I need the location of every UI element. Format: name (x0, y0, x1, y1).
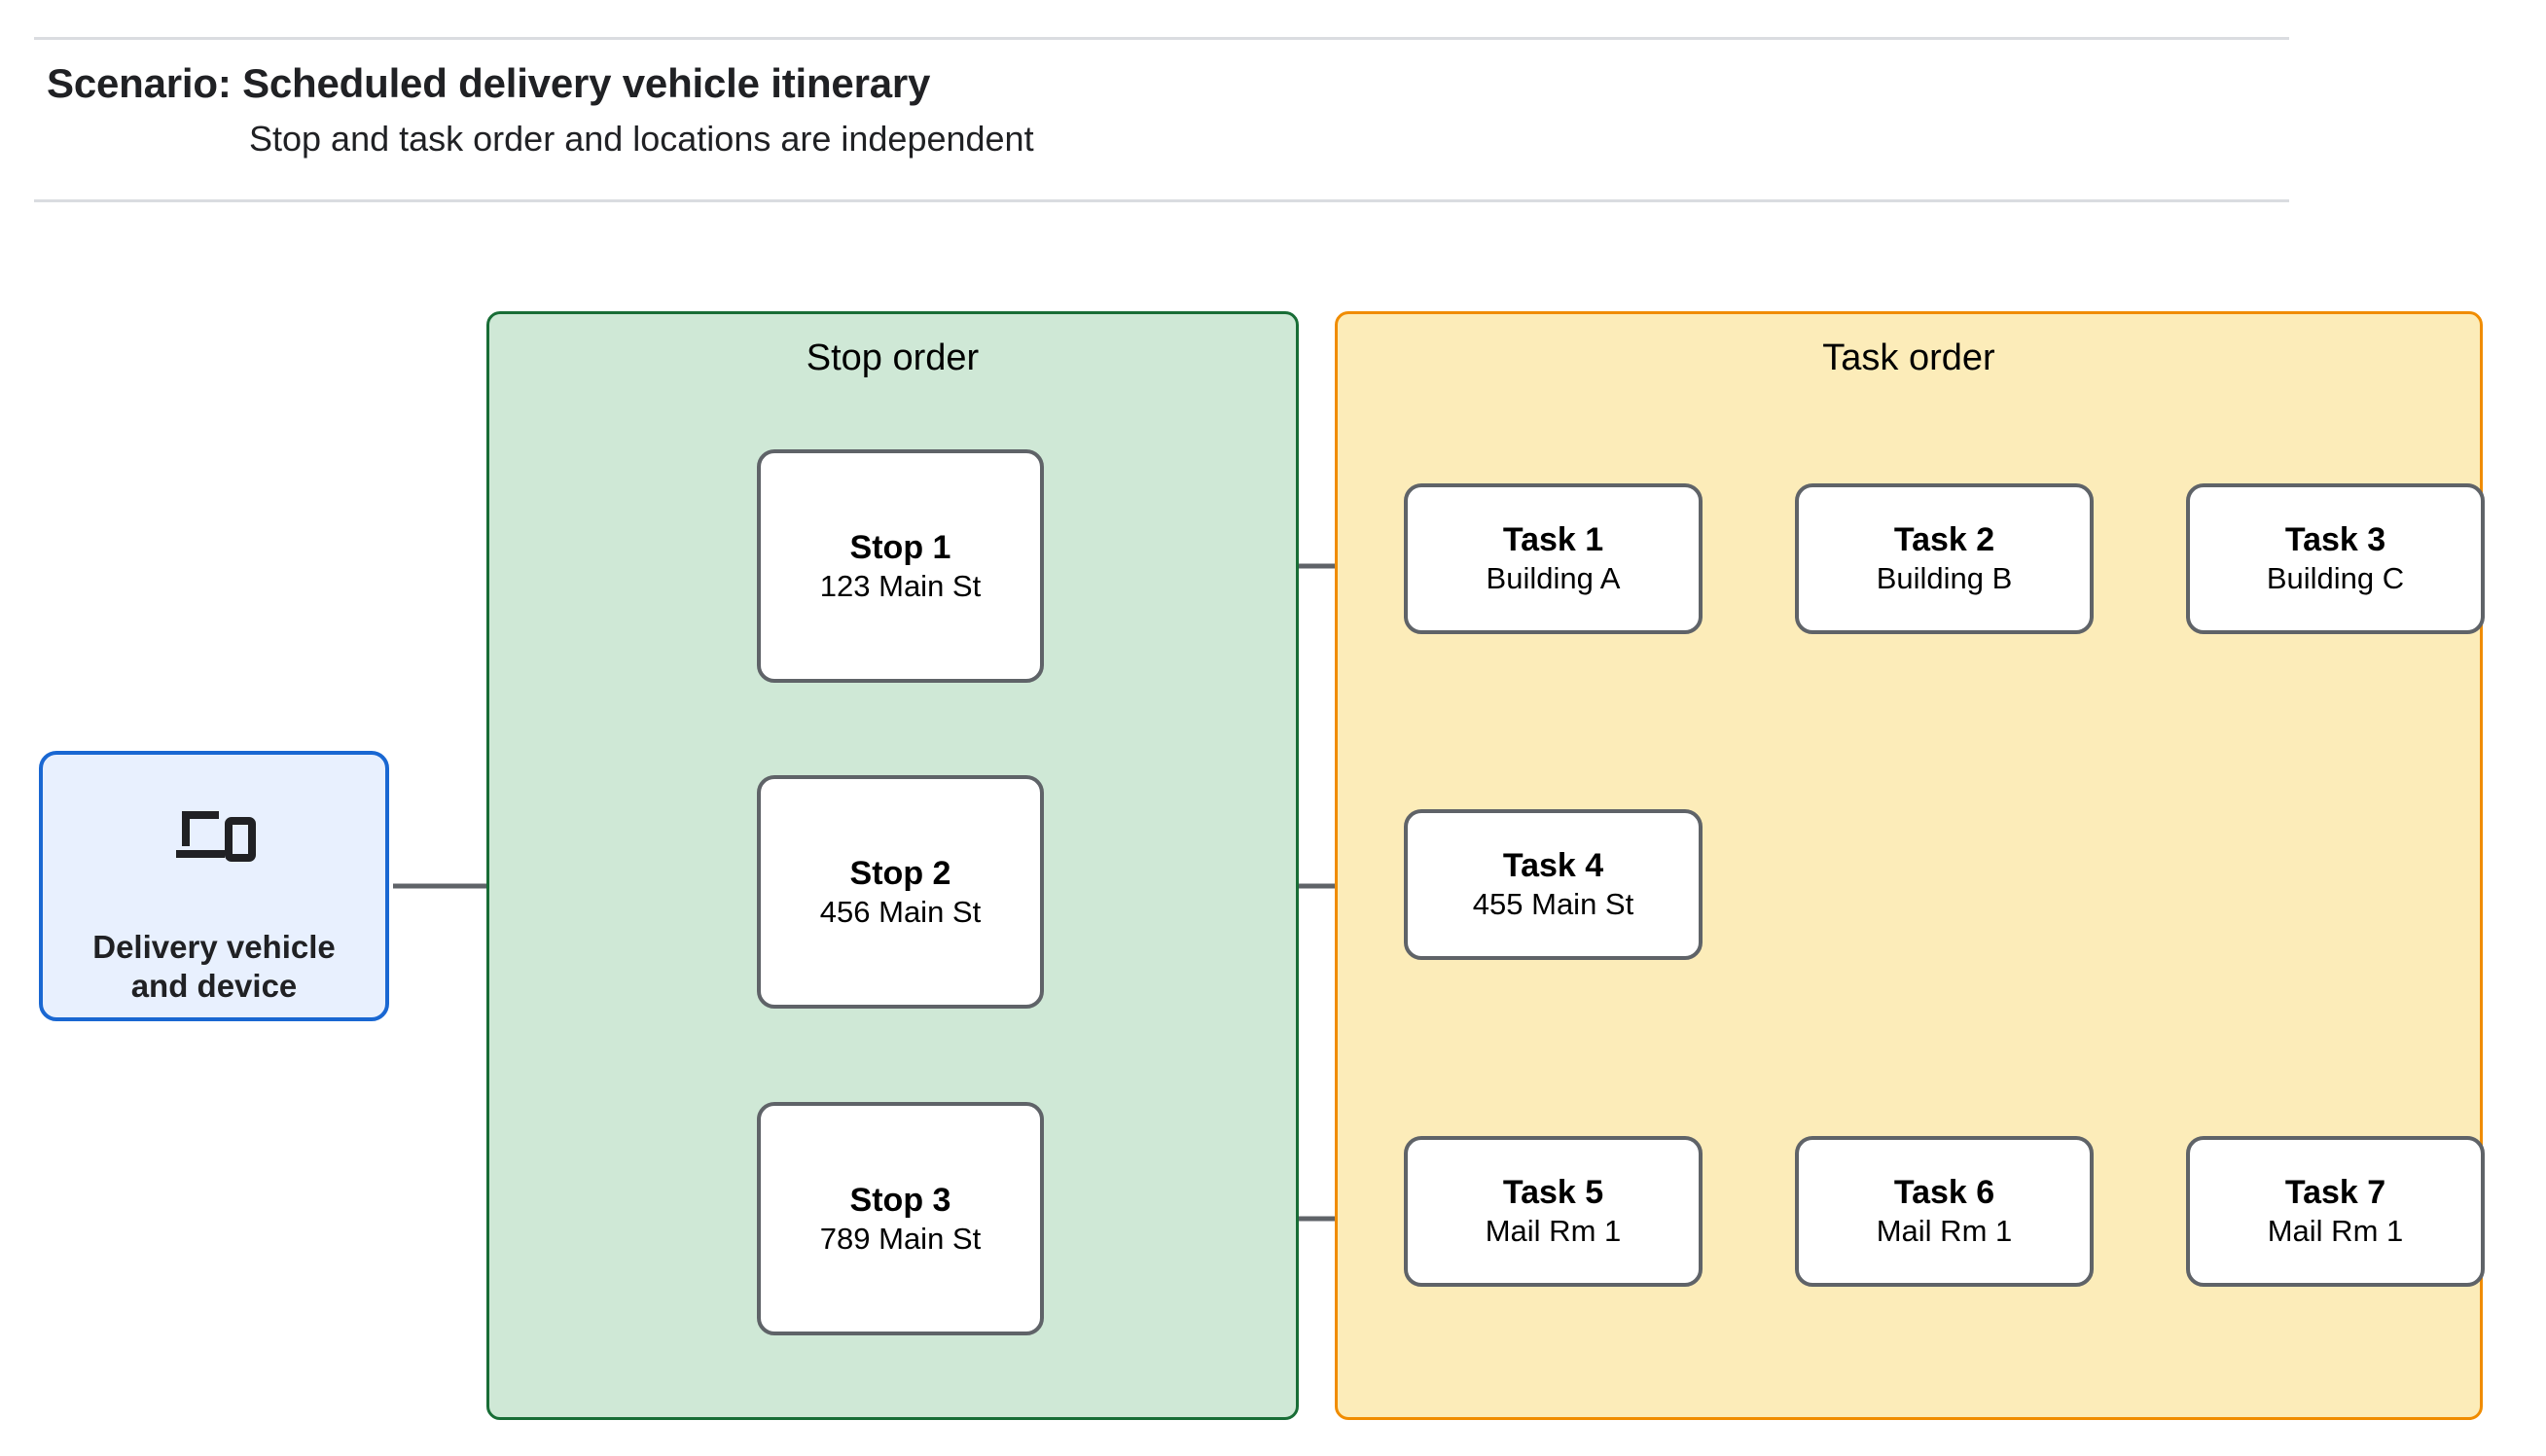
task-node-1-title: Task 1 (1502, 521, 1604, 559)
devices-laptop-phone-icon (176, 811, 256, 862)
stop-node-2-title: Stop 2 (849, 854, 951, 892)
stop-node-3[interactable]: Stop 3 789 Main St (757, 1102, 1044, 1335)
stop-order-group-title: Stop order (806, 337, 980, 378)
task-node-3-location: Building C (2266, 561, 2405, 596)
task-node-4-title: Task 4 (1502, 847, 1604, 885)
header-divider-bottom (34, 199, 2289, 202)
stop-node-1-title: Stop 1 (849, 528, 951, 566)
header-divider-top (34, 37, 2289, 40)
task-node-2-location: Building B (1876, 561, 2013, 596)
task-node-1-location: Building A (1486, 561, 1621, 596)
task-node-4-location: 455 Main St (1472, 887, 1634, 922)
task-node-2-title: Task 2 (1893, 521, 1995, 559)
stop-node-3-title: Stop 3 (849, 1181, 951, 1219)
task-node-6-title: Task 6 (1893, 1174, 1995, 1212)
task-node-5-location: Mail Rm 1 (1485, 1214, 1622, 1249)
task-node-6[interactable]: Task 6 Mail Rm 1 (1795, 1136, 2094, 1287)
task-node-1[interactable]: Task 1 Building A (1404, 483, 1703, 634)
stop-node-1[interactable]: Stop 1 123 Main St (757, 449, 1044, 683)
task-node-7-location: Mail Rm 1 (2267, 1214, 2404, 1249)
page-title: Scenario: Scheduled delivery vehicle iti… (47, 60, 931, 106)
task-node-6-location: Mail Rm 1 (1876, 1214, 2013, 1249)
stop-node-2-address: 456 Main St (819, 894, 982, 929)
task-node-4[interactable]: Task 4 455 Main St (1404, 809, 1703, 960)
task-node-3-title: Task 3 (2284, 521, 2386, 559)
device-node-label: Delivery vehicle and device (92, 929, 336, 1005)
stop-node-2[interactable]: Stop 2 456 Main St (757, 775, 1044, 1009)
page-subtitle: Stop and task order and locations are in… (249, 119, 1034, 159)
task-node-7[interactable]: Task 7 Mail Rm 1 (2186, 1136, 2485, 1287)
task-node-3[interactable]: Task 3 Building C (2186, 483, 2485, 634)
task-node-5-title: Task 5 (1502, 1174, 1604, 1212)
task-node-5[interactable]: Task 5 Mail Rm 1 (1404, 1136, 1703, 1287)
stop-node-3-address: 789 Main St (819, 1221, 982, 1256)
stop-node-1-address: 123 Main St (819, 568, 982, 603)
task-node-2[interactable]: Task 2 Building B (1795, 483, 2094, 634)
delivery-vehicle-and-device-node[interactable]: Delivery vehicle and device (39, 751, 389, 1021)
task-node-7-title: Task 7 (2284, 1174, 2386, 1212)
task-order-group-title: Task order (1822, 337, 1995, 378)
